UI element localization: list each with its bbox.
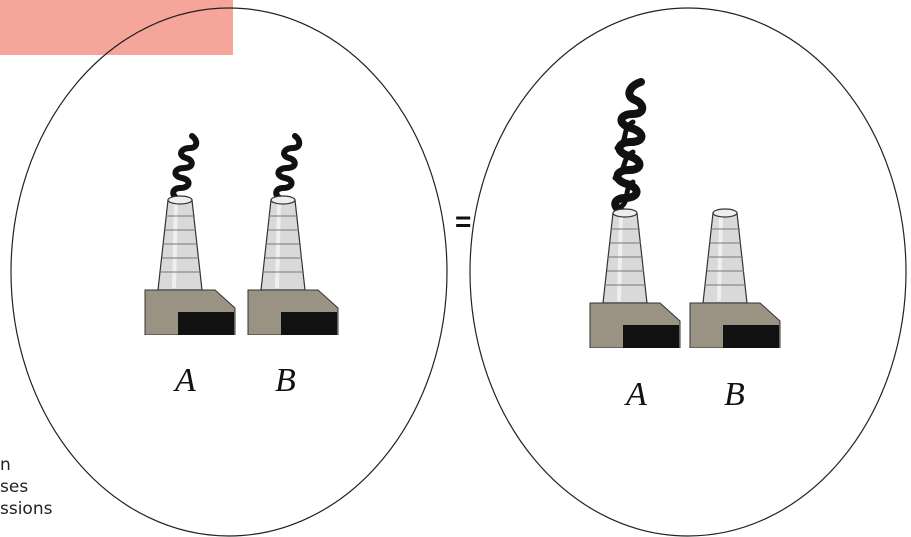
left-label-b: B — [275, 362, 296, 399]
left-smokestack-b — [247, 133, 339, 335]
right-ellipse — [469, 7, 907, 537]
left-smokestack-a — [144, 133, 236, 335]
smoke-icon — [273, 133, 303, 203]
side-text-line-1: n — [0, 455, 11, 475]
smoke-icon — [170, 133, 200, 203]
equals-sign: = — [455, 206, 472, 237]
left-label-a: A — [175, 362, 196, 399]
side-text-line-3: ssions — [0, 499, 53, 519]
right-label-a: A — [626, 376, 647, 413]
left-ellipse — [10, 7, 448, 537]
side-text-line-2: ses — [0, 477, 29, 497]
right-smokestack-b — [689, 208, 781, 348]
right-smokestack-a — [589, 78, 681, 348]
right-label-b: B — [724, 376, 745, 413]
